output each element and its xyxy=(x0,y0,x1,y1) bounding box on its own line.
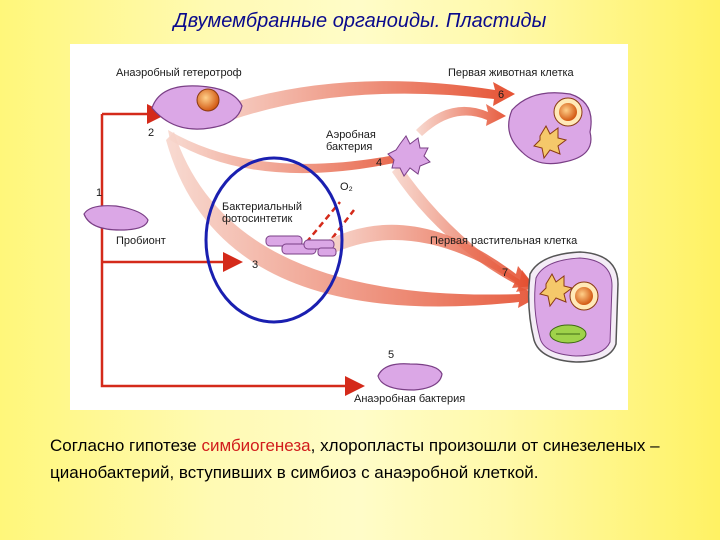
highlight-circle xyxy=(204,156,344,324)
caption-part1: Согласно гипотезе xyxy=(50,436,202,455)
oxygen-label: O₂ xyxy=(340,181,353,193)
first-plant-cell xyxy=(527,251,619,363)
symbiosis-arrows xyxy=(166,81,540,308)
caption-text: Согласно гипотезе симбиогенеза, хлоропла… xyxy=(50,432,690,486)
first-animal-cell-label: Первая животная клетка xyxy=(448,67,575,79)
anaerobic-bacterium-cell xyxy=(377,363,443,391)
slide-title: Двумембранные органоиды. Пластиды xyxy=(173,10,547,32)
bacterial-photosynth-label-2: фотосинтетик xyxy=(222,213,293,225)
first-animal-cell xyxy=(508,92,592,165)
photosynthetic-bacteria xyxy=(265,235,337,257)
number-7: 7 xyxy=(502,267,508,279)
anaerobic-bacterium-label: Анаэробная бактерия xyxy=(354,393,465,405)
probiont-label: Пробионт xyxy=(116,235,166,247)
anaerobic-heterotroph-cell xyxy=(151,85,243,130)
aerobic-bacterium-label-2: бактерия xyxy=(326,141,372,153)
number-6: 6 xyxy=(498,89,504,101)
aerobic-bacterium-label: Аэробная xyxy=(326,129,376,141)
aerobic-bacterium-cell xyxy=(387,135,431,177)
first-plant-cell-label: Первая растительная клетка xyxy=(430,235,578,247)
number-2: 2 xyxy=(148,127,154,139)
caption-highlight: симбиогенеза xyxy=(201,436,311,455)
probiont-cell xyxy=(83,205,149,231)
bacterial-photosynth-label: Бактериальный xyxy=(222,201,302,213)
number-5: 5 xyxy=(388,349,394,361)
number-1: 1 xyxy=(96,187,102,199)
anaerobic-heterotroph-label: Анаэробный гетеротроф xyxy=(116,67,242,79)
symbiogenesis-diagram: Анаэробный гетеротроф Первая животная кл… xyxy=(70,44,628,410)
number-3: 3 xyxy=(252,259,258,271)
caption-part2: , хлоропласты произошли от синезеленых –… xyxy=(50,436,660,482)
number-4: 4 xyxy=(376,157,382,169)
